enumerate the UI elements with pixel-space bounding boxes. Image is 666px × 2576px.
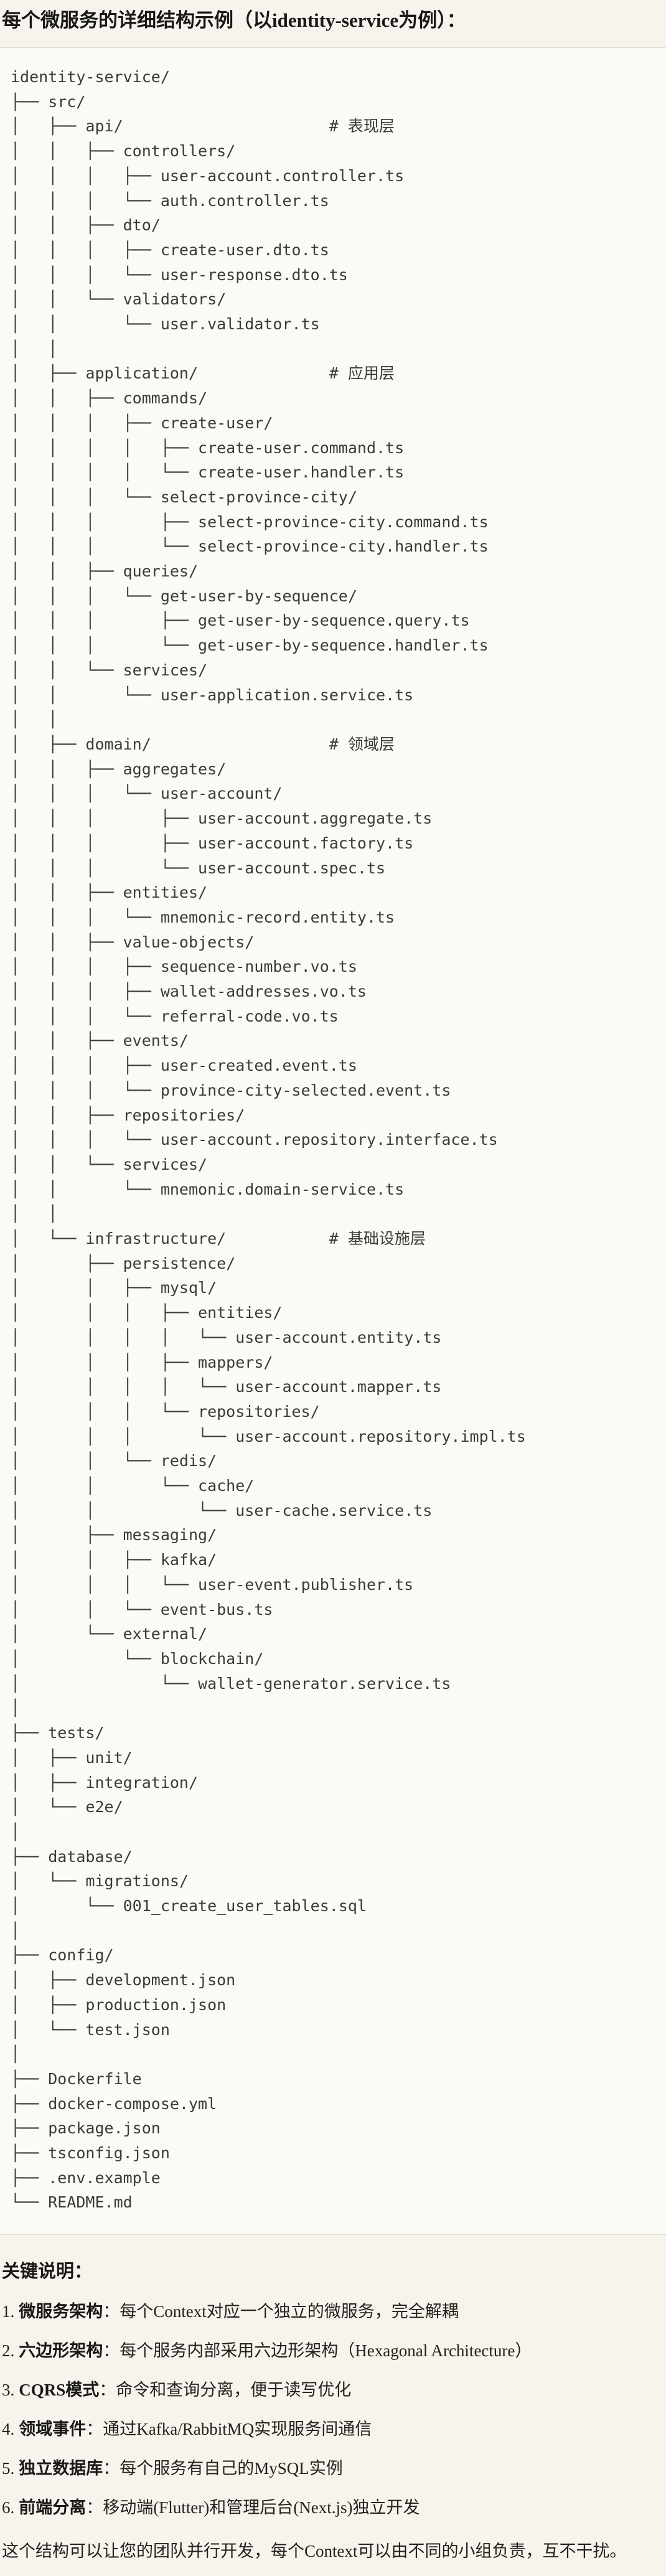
- note-label: 领域事件: [19, 2420, 87, 2439]
- note-label: CQRS模式: [19, 2381, 100, 2400]
- directory-tree-text: identity-service/ ├── src/ │ ├── api/ # …: [11, 68, 526, 2212]
- page-title: 每个微服务的详细结构示例（以identity-service为例）：: [2, 9, 466, 31]
- directory-tree-code-block: identity-service/ ├── src/ │ ├── api/ # …: [0, 47, 666, 2235]
- note-text: ：移动端(Flutter)和管理后台(Next.js)独立开发: [86, 2498, 420, 2517]
- note-label: 独立数据库: [19, 2459, 103, 2478]
- note-number: 6.: [2, 2498, 15, 2517]
- note-text: ：每个服务有自己的MySQL实例: [103, 2459, 343, 2478]
- note-item-frontend-separation: 6.前端分离：移动端(Flutter)和管理后台(Next.js)独立开发: [2, 2495, 660, 2520]
- note-number: 3.: [2, 2381, 15, 2400]
- key-notes-list: 1.微服务架构：每个Context对应一个独立的微服务，完全解耦 2.六边形架构…: [2, 2299, 660, 2520]
- note-label: 六边形架构: [19, 2341, 103, 2361]
- note-item-independent-db: 5.独立数据库：每个服务有自己的MySQL实例: [2, 2456, 660, 2481]
- note-number: 4.: [2, 2420, 15, 2439]
- key-notes-section: 关键说明： 1.微服务架构：每个Context对应一个独立的微服务，完全解耦 2…: [0, 2259, 666, 2564]
- note-number: 1.: [2, 2302, 15, 2321]
- note-text: ：命令和查询分离，便于读写优化: [99, 2381, 352, 2400]
- closing-paragraph: 这个结构可以让您的团队并行开发，每个Context可以由不同的小组负责，互不干扰…: [2, 2542, 627, 2561]
- note-number: 2.: [2, 2341, 15, 2361]
- note-item-cqrs: 3.CQRS模式：命令和查询分离，便于读写优化: [2, 2377, 660, 2402]
- note-number: 5.: [2, 2459, 15, 2478]
- note-text: ：每个Context对应一个独立的微服务，完全解耦: [103, 2302, 459, 2321]
- note-label: 微服务架构: [19, 2302, 103, 2321]
- key-notes-heading: 关键说明：: [2, 2262, 93, 2282]
- note-item-hexagonal: 2.六边形架构：每个服务内部采用六边形架构（Hexagonal Architec…: [2, 2338, 660, 2363]
- note-item-domain-events: 4.领域事件：通过Kafka/RabbitMQ实现服务间通信: [2, 2417, 660, 2442]
- note-text: ：每个服务内部采用六边形架构（Hexagonal Architecture）: [103, 2341, 532, 2361]
- note-item-microservice: 1.微服务架构：每个Context对应一个独立的微服务，完全解耦: [2, 2299, 660, 2324]
- note-text: ：通过Kafka/RabbitMQ实现服务间通信: [86, 2420, 372, 2439]
- note-label: 前端分离: [19, 2498, 87, 2517]
